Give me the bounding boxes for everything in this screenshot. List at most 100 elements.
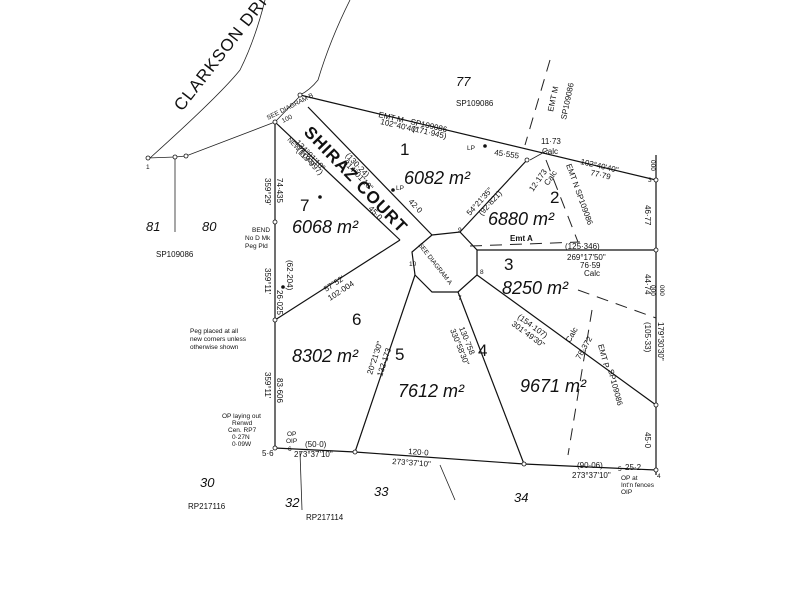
- easement-m-vertical-label: EMT M: [546, 85, 560, 112]
- corner-mark-12: [653, 247, 659, 253]
- lot-2-area: 6880 m²: [488, 209, 555, 229]
- corner-mark-4: [272, 119, 278, 125]
- clarkson-drive-road-edge: [149, 0, 266, 159]
- lot-3-area: 8250 m²: [502, 278, 569, 298]
- lp-mark-1: [483, 144, 487, 148]
- corner-mark-2: [172, 154, 178, 160]
- dim-bottom-56: 5·6: [262, 449, 274, 458]
- lp-mark-4: [281, 285, 285, 289]
- easement-p-line-upper: [577, 289, 657, 319]
- dim-calc-4: Calc: [564, 326, 580, 344]
- neighbour-lot-34: 34: [514, 490, 528, 505]
- neighbour-plan-rp-32: RP217114: [306, 513, 344, 522]
- corner-mark-9: [521, 461, 527, 467]
- dim-bottom-1200: 120·0: [408, 447, 430, 457]
- note-op-line-5: 0·09W: [232, 441, 252, 448]
- clarkson-drive-label: CLARKSON DRIVE: [170, 0, 286, 114]
- leader-bottom-34: [439, 464, 456, 501]
- dim-right-10533: (105·33): [643, 322, 652, 353]
- divider-lot3-lot4: [476, 274, 657, 406]
- lot-6-number: 6: [352, 310, 361, 329]
- lp-label-1: LP: [467, 145, 475, 152]
- bend-label: BEND: [252, 227, 270, 234]
- lp-mark-2: [391, 188, 395, 192]
- neighbour-lot-80: 80: [202, 219, 217, 234]
- see-diagram-a-label: SEE DIAGRAM A: [416, 242, 453, 287]
- dim-left-bearing-35911: 359°11': [263, 268, 272, 295]
- lot-7-number: 7: [300, 196, 309, 215]
- note-op-line-2: Renwd: [232, 420, 253, 427]
- dim-bottom-bearing-1: 273°37'10": [294, 450, 333, 459]
- dim-bottom-bearing-3: 273°37'10": [572, 471, 611, 480]
- dim-right-4474: 44·74: [643, 274, 652, 295]
- shiraz-court-edge-1: [274, 121, 401, 241]
- point-6: 6: [288, 446, 292, 453]
- divider-lot6-lot7: [274, 239, 401, 321]
- point-4: 4: [657, 473, 661, 480]
- divider-lot1-lot2: [459, 159, 528, 233]
- note-op-right-3: OIP: [621, 489, 632, 496]
- corner-mark-11: [653, 177, 659, 183]
- leader-bottom-33: [299, 451, 303, 511]
- note-op-line-1: OP laying out: [222, 413, 261, 420]
- lot-3-number: 3: [504, 255, 513, 274]
- cutoff-label-3: 000: [658, 285, 665, 296]
- dim-right-bearing-179: 179°30'30": [656, 322, 665, 361]
- lot-1-number: 1: [400, 140, 409, 159]
- easement-p-plan: SP109086: [606, 368, 625, 407]
- note-op-line-3: Cen. RP7: [228, 427, 257, 434]
- easement-m-vertical-plan: SP109086: [559, 81, 576, 120]
- note-op-a: OP: [287, 431, 296, 438]
- dim-left-26025: 26·025: [275, 290, 284, 315]
- neighbour-lot-32: 32: [285, 495, 300, 510]
- point-7: 7: [458, 295, 462, 302]
- dim-left-bearing-35911b: 359°11': [263, 372, 272, 399]
- cutoff-label-1: 000: [649, 160, 656, 171]
- point-8: 8: [480, 269, 484, 276]
- lp-mark-3: [318, 195, 322, 199]
- corner-mark-3: [183, 153, 189, 159]
- corner-mark-6: [272, 317, 278, 323]
- cutoff-label-2: 000: [649, 285, 656, 296]
- peg-pld-label: Peg Pld: [245, 243, 268, 250]
- lot-1-area: 6082 m²: [404, 168, 471, 188]
- corner-mark-5: [272, 219, 278, 225]
- dim-lot2-3-distance: (125·346): [565, 242, 600, 251]
- lot-5-area: 7612 m²: [398, 381, 465, 401]
- neighbour-plan-rp-30: RP217116: [188, 502, 226, 511]
- dim-lot2-3-calc: Calc: [584, 269, 600, 278]
- note-peg-line-3: otherwise shown: [190, 344, 239, 351]
- note-op-right-1: OP at: [621, 475, 638, 482]
- divider-lot5-lot6: [354, 274, 416, 453]
- lot-4-number: 4: [478, 341, 487, 360]
- dim-lot2-3-7659: 76·59: [580, 261, 601, 270]
- point-5: 5: [618, 466, 622, 473]
- neighbour-lot-81: 81: [146, 219, 160, 234]
- dim-left-83606: 83·606: [275, 378, 284, 403]
- lot-7-area: 6068 m²: [292, 217, 359, 237]
- boundary-left-road-frontage: [147, 121, 276, 159]
- dim-right-450: 45·0: [643, 432, 652, 449]
- dim-bottom-252: 25·2: [625, 463, 642, 472]
- divider-lot4-lot5: [457, 291, 525, 465]
- point-10: 10: [409, 261, 417, 268]
- lot-5-number: 5: [395, 345, 404, 364]
- dim-left-62204: (62·204): [285, 260, 294, 291]
- dim-lot2-3-bearing: 269°17'50": [567, 253, 606, 262]
- clarkson-drive-kerb: [299, 0, 351, 96]
- lot-4-area: 9671 m²: [520, 376, 587, 396]
- dim-bottom-500: (50·0): [305, 440, 327, 449]
- dim-bottom-bearing-2: 273°37'10": [392, 457, 431, 469]
- point-3: 3: [648, 177, 652, 184]
- easement-a-line: [469, 241, 581, 247]
- boundary-top: [299, 94, 657, 181]
- dim-calc-1173: 11·73: [541, 137, 561, 146]
- corner-mark-10: [653, 467, 659, 473]
- easement-m-vertical: [524, 59, 551, 146]
- leader-see-diagram-b: [274, 95, 301, 123]
- dim-45555: 45·555: [494, 148, 520, 160]
- boundary-bottom: [274, 447, 657, 471]
- leader-calc: [529, 149, 549, 161]
- corner-mark-13: [653, 402, 659, 408]
